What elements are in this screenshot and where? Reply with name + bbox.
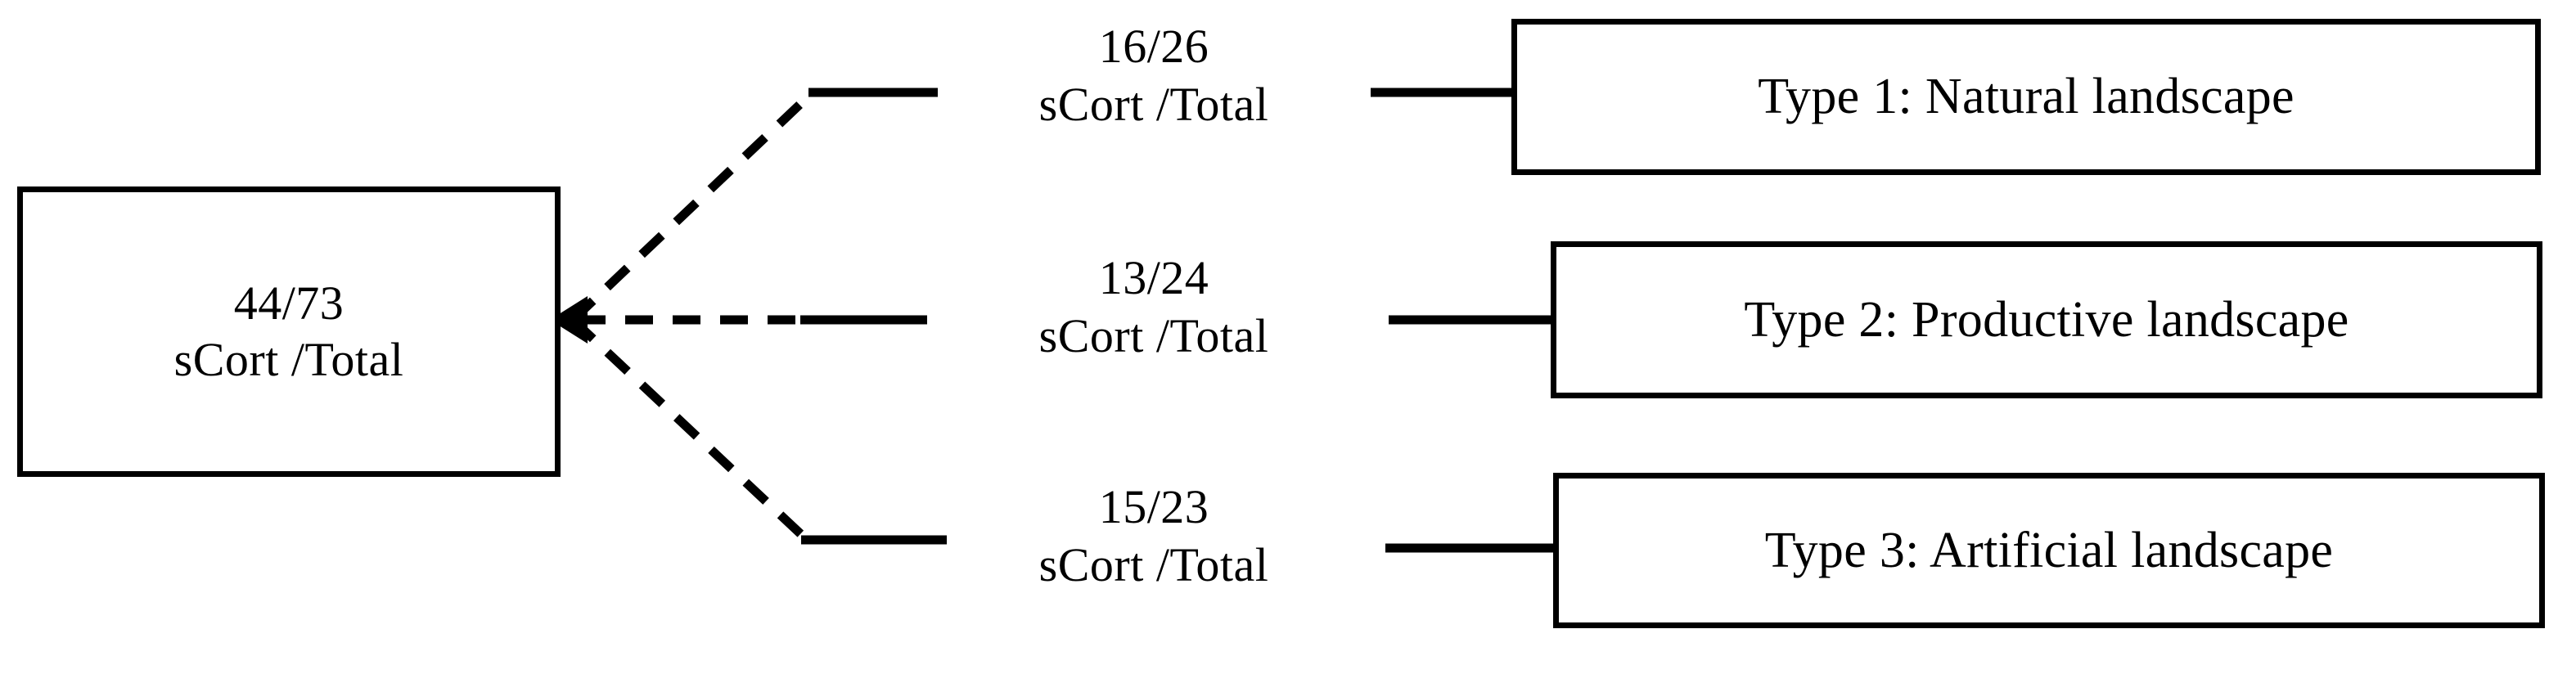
type-box-1-label: Type 1: Natural landscape [1758, 69, 2295, 124]
type-box-2[interactable]: Type 2: Productive landscape [1551, 241, 2542, 398]
type-box-3-label: Type 3: Artificial landscape [1764, 522, 2334, 578]
branch-2-caption: sCort /Total [1038, 308, 1269, 362]
type-box-1[interactable]: Type 1: Natural landscape [1511, 19, 2541, 175]
root-node[interactable]: 44/73 sCort /Total [17, 186, 561, 477]
branch-1-caption: sCort /Total [1038, 77, 1269, 131]
branch-2-ratio: 13/24 [1098, 251, 1209, 304]
root-node-caption: sCort /Total [173, 332, 404, 386]
branch-3-caption: sCort /Total [1038, 537, 1269, 591]
branch-label-2: 13/24 sCort /Total [941, 249, 1367, 366]
branch-1-ratio: 16/26 [1098, 20, 1209, 73]
branch-3-ratio: 15/23 [1098, 480, 1209, 533]
branch-label-3: 15/23 sCort /Total [941, 479, 1367, 595]
edge-branch-3-dashed [570, 316, 808, 542]
branch-label-1: 16/26 sCort /Total [941, 18, 1367, 134]
edge-branch-1-dashed [570, 89, 816, 323]
root-node-ratio: 44/73 [233, 276, 345, 330]
type-box-2-label: Type 2: Productive landscape [1744, 291, 2349, 348]
type-box-3[interactable]: Type 3: Artificial landscape [1553, 473, 2545, 628]
